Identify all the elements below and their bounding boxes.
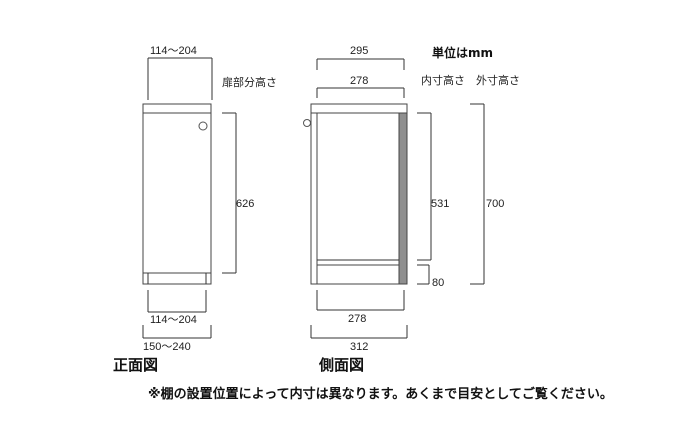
door-knob-icon bbox=[198, 121, 208, 131]
side-top-panel bbox=[310, 103, 408, 114]
front-door-height-dimension: 626 bbox=[222, 112, 254, 274]
side-interior bbox=[316, 112, 400, 261]
side-outer-depth-dimension: 295 bbox=[316, 45, 405, 70]
front-total-width: 150～240 bbox=[143, 341, 191, 353]
side-inner-depth-top: 278 bbox=[350, 75, 368, 87]
side-outer-depth-top: 295 bbox=[350, 45, 368, 57]
front-top-width-dimension: 114～204 bbox=[147, 45, 213, 100]
side-front-edge bbox=[310, 112, 318, 285]
front-door-height: 626 bbox=[236, 198, 254, 210]
side-total-depth-dimension: 312 bbox=[310, 325, 408, 353]
front-total-width-dimension: 150～240 bbox=[142, 325, 212, 353]
front-top-panel bbox=[142, 103, 212, 114]
footnote: ※棚の設置位置によって内寸は異なります。あくまで目安としてご覧ください。 bbox=[148, 386, 613, 402]
door-height-label: 扉部分高さ bbox=[222, 75, 277, 89]
front-base-panel bbox=[142, 272, 212, 285]
side-outer-height: 700 bbox=[486, 198, 504, 210]
side-knob-icon bbox=[303, 119, 311, 127]
front-door-width-top: 114～204 bbox=[150, 45, 197, 57]
side-view-title: 側面図 bbox=[318, 356, 364, 374]
side-base bbox=[316, 264, 400, 285]
side-inner-height-dimension: 531 bbox=[417, 112, 449, 261]
front-door-width-bottom: 114～204 bbox=[150, 314, 197, 326]
unit-label: 単位はmm bbox=[432, 45, 493, 60]
side-bottom-inner-depth-dimension: 278 bbox=[316, 290, 405, 325]
side-inner-height: 531 bbox=[431, 198, 449, 210]
side-inner-depth-bottom: 278 bbox=[348, 313, 366, 325]
side-total-depth: 312 bbox=[350, 341, 368, 353]
front-view: 114～204 扉部分高さ 626 114～204 150～2 bbox=[113, 45, 277, 374]
side-back-panel bbox=[398, 112, 408, 285]
side-inner-depth-dimension: 278 bbox=[316, 75, 405, 98]
outer-height-label: 外寸高さ bbox=[476, 73, 520, 87]
side-base-height-dimension: 80 bbox=[417, 264, 444, 289]
side-outer-height-dimension: 700 bbox=[470, 103, 504, 285]
front-door bbox=[142, 112, 212, 274]
side-base-height: 80 bbox=[432, 277, 444, 289]
side-view: 単位はmm 295 278 内寸高さ 外寸高さ bbox=[303, 45, 520, 374]
inner-height-label: 内寸高さ bbox=[421, 73, 465, 87]
front-bottom-width-dimension: 114～204 bbox=[147, 290, 207, 326]
front-view-title: 正面図 bbox=[113, 356, 158, 374]
